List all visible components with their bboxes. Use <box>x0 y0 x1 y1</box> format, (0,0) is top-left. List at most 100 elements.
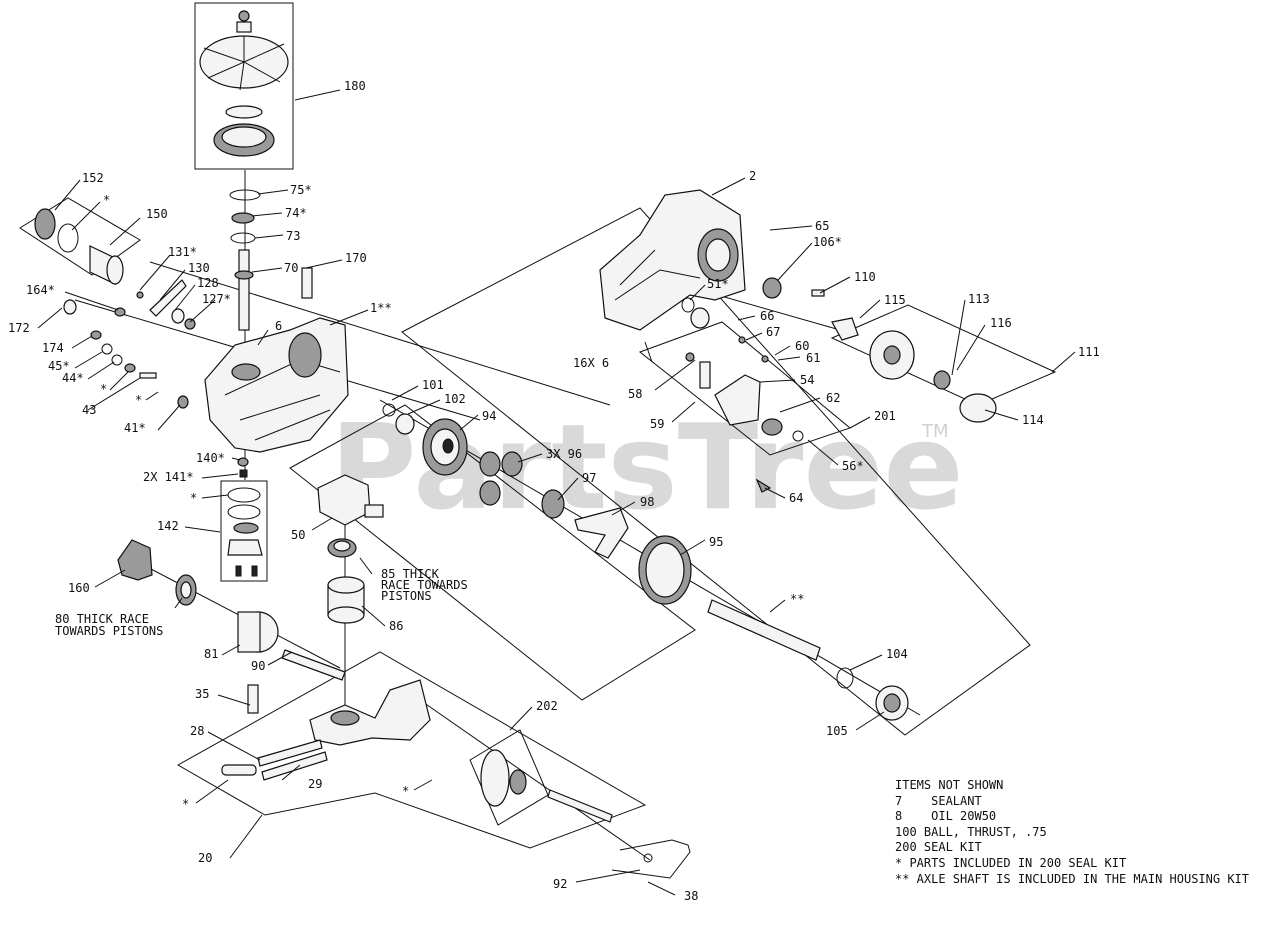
callout-97: 97 <box>582 471 596 485</box>
callout-58: 58 <box>628 387 642 401</box>
callout-170: 170 <box>345 251 367 265</box>
callout-85-line1: 85 THICK <box>381 567 440 581</box>
fan-blade <box>199 10 289 91</box>
side-housing <box>599 189 746 331</box>
callout-50: 50 <box>291 528 305 542</box>
callout-85-line3: PISTONS <box>381 589 432 603</box>
callout-62: 62 <box>826 391 840 405</box>
callout-38: 38 <box>684 889 698 903</box>
callout-67: 67 <box>766 325 780 339</box>
callout-3x96: 3X 96 <box>546 447 582 461</box>
callout-130: 130 <box>188 261 210 275</box>
note-line: 100 BALL, THRUST, .75 <box>895 825 1047 839</box>
note-line: 8 OIL 20W50 <box>895 809 996 823</box>
callout-101: 101 <box>422 378 444 392</box>
callout-60: 60 <box>795 339 809 353</box>
callout-star: * <box>402 784 409 798</box>
callout-70: 70 <box>284 261 298 275</box>
callout-56: 56* <box>842 459 864 473</box>
callout-114: 114 <box>1022 413 1044 427</box>
box-fan-pulley <box>194 2 294 170</box>
callout-131: 131* <box>168 245 197 259</box>
note-line: ** AXLE SHAFT IS INCLUDED IN THE MAIN HO… <box>895 872 1249 886</box>
box-hub-111 <box>830 304 1057 406</box>
callout-35: 35 <box>195 687 209 701</box>
callout-65: 65 <box>815 219 829 233</box>
callout-164: 164* <box>26 283 55 297</box>
callout-116: 116 <box>990 316 1012 330</box>
callout-2: 2 <box>749 169 756 183</box>
callout-201: 201 <box>874 409 896 423</box>
wheel-hub <box>869 330 915 380</box>
callout-28: 28 <box>190 724 204 738</box>
filter <box>34 208 124 285</box>
callout-labels: 180 152 * 150 75* 74* 73 131* 130 70 170… <box>8 79 1100 903</box>
box-filter <box>19 197 141 276</box>
callout-75: 75* <box>290 183 312 197</box>
callout-star: * <box>103 193 110 207</box>
callout-113: 113 <box>968 292 990 306</box>
callout-73: 73 <box>286 229 300 243</box>
callout-51: 51* <box>707 277 729 291</box>
callout-106: 106* <box>813 235 842 249</box>
callout-152: 152 <box>82 171 104 185</box>
note-heading: ITEMS NOT SHOWN <box>895 778 1003 792</box>
axle-bearing <box>875 685 909 721</box>
callout-172: 172 <box>8 321 30 335</box>
callout-128: 128 <box>197 276 219 290</box>
callout-160: 160 <box>68 581 90 595</box>
cylinder-block <box>327 576 365 624</box>
callout-1: 1** <box>370 301 392 315</box>
watermark: PartsTree <box>330 398 964 536</box>
callout-94: 94 <box>482 409 496 423</box>
callout-142: 142 <box>157 519 179 533</box>
callout-90: 90 <box>251 659 265 673</box>
callout-80-line1: 80 THICK RACE <box>55 612 149 626</box>
callout-74: 74* <box>285 206 307 220</box>
note-line: * PARTS INCLUDED IN 200 SEAL KIT <box>895 856 1126 870</box>
pulley <box>213 105 275 157</box>
callout-64: 64 <box>789 491 803 505</box>
callout-star: * <box>182 797 189 811</box>
callout-111: 111 <box>1078 345 1100 359</box>
callout-66: 66 <box>760 309 774 323</box>
box-center-housing <box>289 404 696 701</box>
watermark-trademark: TM <box>921 421 949 442</box>
input-shaft <box>238 249 250 331</box>
callout-star: * <box>100 382 107 396</box>
callout-6: 6 <box>275 319 282 333</box>
callout-141: 2X 141* <box>143 470 194 484</box>
items-not-shown-notes: ITEMS NOT SHOWN 7 SEALANT 8 OIL 20W50 10… <box>895 778 1249 886</box>
note-line: 7 SEALANT <box>895 794 982 808</box>
callout-140: 140* <box>196 451 225 465</box>
charge-housing <box>309 679 431 746</box>
callout-20: 20 <box>198 851 212 865</box>
callout-43: 43 <box>82 403 96 417</box>
callout-92: 92 <box>553 877 567 891</box>
center-housing <box>204 317 349 453</box>
callout-110: 110 <box>854 270 876 284</box>
callout-150: 150 <box>146 207 168 221</box>
callout-202: 202 <box>536 699 558 713</box>
note-line: 200 SEAL KIT <box>895 840 982 854</box>
box-seal-kit-142 <box>220 480 268 582</box>
callout-115: 115 <box>884 293 906 307</box>
callout-45: 45* <box>48 359 70 373</box>
ring-gear <box>638 535 692 605</box>
swashplate <box>317 474 384 526</box>
callout-axle-shaft: ** <box>790 592 804 606</box>
callout-44: 44* <box>62 371 84 385</box>
axle-shaft <box>707 599 821 661</box>
callout-59: 59 <box>650 417 664 431</box>
leader-lines <box>37 89 1076 896</box>
callout-61: 61 <box>806 351 820 365</box>
callout-54: 54 <box>800 373 814 387</box>
callout-86: 86 <box>389 619 403 633</box>
bull-gear <box>422 418 468 476</box>
callout-29: 29 <box>308 777 322 791</box>
motor-swashplate <box>117 539 153 581</box>
callout-98: 98 <box>640 495 654 509</box>
callout-127: 127* <box>202 292 231 306</box>
callout-star: * <box>135 393 142 407</box>
callout-102: 102 <box>444 392 466 406</box>
